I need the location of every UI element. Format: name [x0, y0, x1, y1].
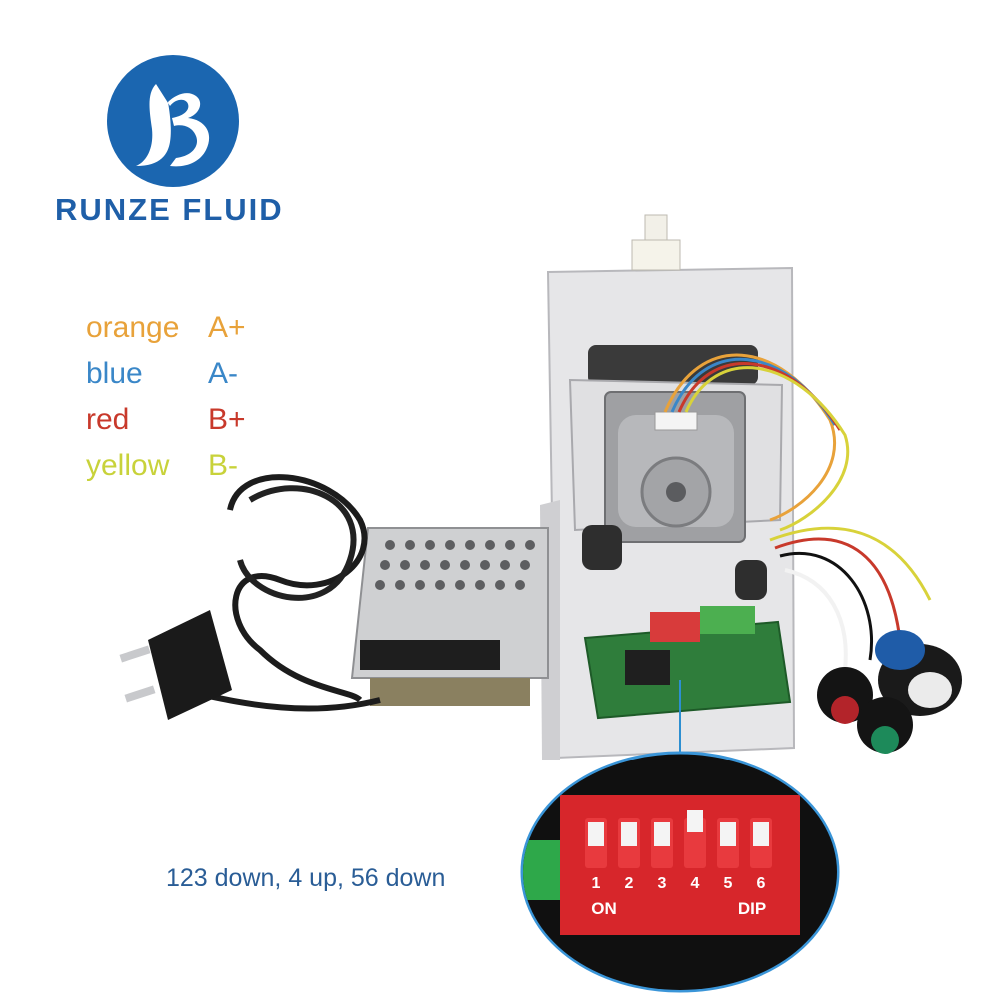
power-supply	[350, 527, 549, 679]
green-button	[857, 697, 913, 753]
wire-color-orange: orange	[86, 311, 180, 344]
power-terminal-block	[360, 640, 500, 670]
dip-pos-1: 1	[592, 875, 601, 892]
terminal-block-green	[700, 606, 755, 634]
mains-cable	[227, 474, 368, 703]
dip-on-label: ON	[591, 899, 617, 918]
wire-terminal-b-plus: B+	[208, 403, 246, 436]
wire-color-blue: blue	[86, 357, 143, 390]
power-supply-board	[370, 678, 530, 706]
wire-color-red: red	[86, 403, 130, 436]
dip-switch-caption: 123 down, 4 up, 56 down	[166, 864, 446, 892]
tube-connector	[631, 239, 681, 271]
wire-terminal-b-minus: B-	[208, 449, 238, 482]
dip-pos-2: 2	[625, 875, 634, 892]
speed-knob	[878, 644, 962, 716]
stepper-motor-face	[618, 415, 734, 527]
wire-terminal-a-minus: A-	[208, 357, 238, 390]
brand-name: RUNZE FLUID	[55, 192, 284, 227]
brand-logo	[107, 55, 239, 187]
wire-color-yellow: yellow	[86, 449, 170, 482]
dip-switch-block	[650, 612, 700, 642]
dip-pos-5: 5	[724, 875, 733, 892]
pump-back-plate	[546, 266, 796, 760]
tube-connector-top	[644, 214, 668, 246]
dip-dip-label: DIP	[738, 899, 766, 918]
power-plug	[148, 610, 232, 720]
driver-chip	[625, 650, 670, 685]
motor-shaft-collar	[640, 456, 712, 528]
dip-switch-housing	[560, 795, 800, 935]
dip-zoom-lens	[520, 751, 840, 993]
wire-terminal-a-plus: A+	[208, 311, 246, 344]
motor-shaft	[666, 482, 686, 502]
pump-front-bracket	[568, 378, 784, 532]
support-post-right	[735, 560, 767, 600]
red-button	[817, 667, 873, 723]
logo-letter-icon	[136, 84, 210, 167]
pump-head	[588, 345, 758, 385]
dip-pos-4: 4	[691, 875, 700, 892]
support-post-left	[582, 525, 622, 570]
dip-pos-6: 6	[757, 875, 766, 892]
dip-pos-3: 3	[658, 875, 667, 892]
pump-base-side	[540, 500, 560, 760]
stepper-motor	[604, 391, 746, 543]
motor-connector	[654, 411, 698, 431]
driver-board	[583, 620, 792, 720]
